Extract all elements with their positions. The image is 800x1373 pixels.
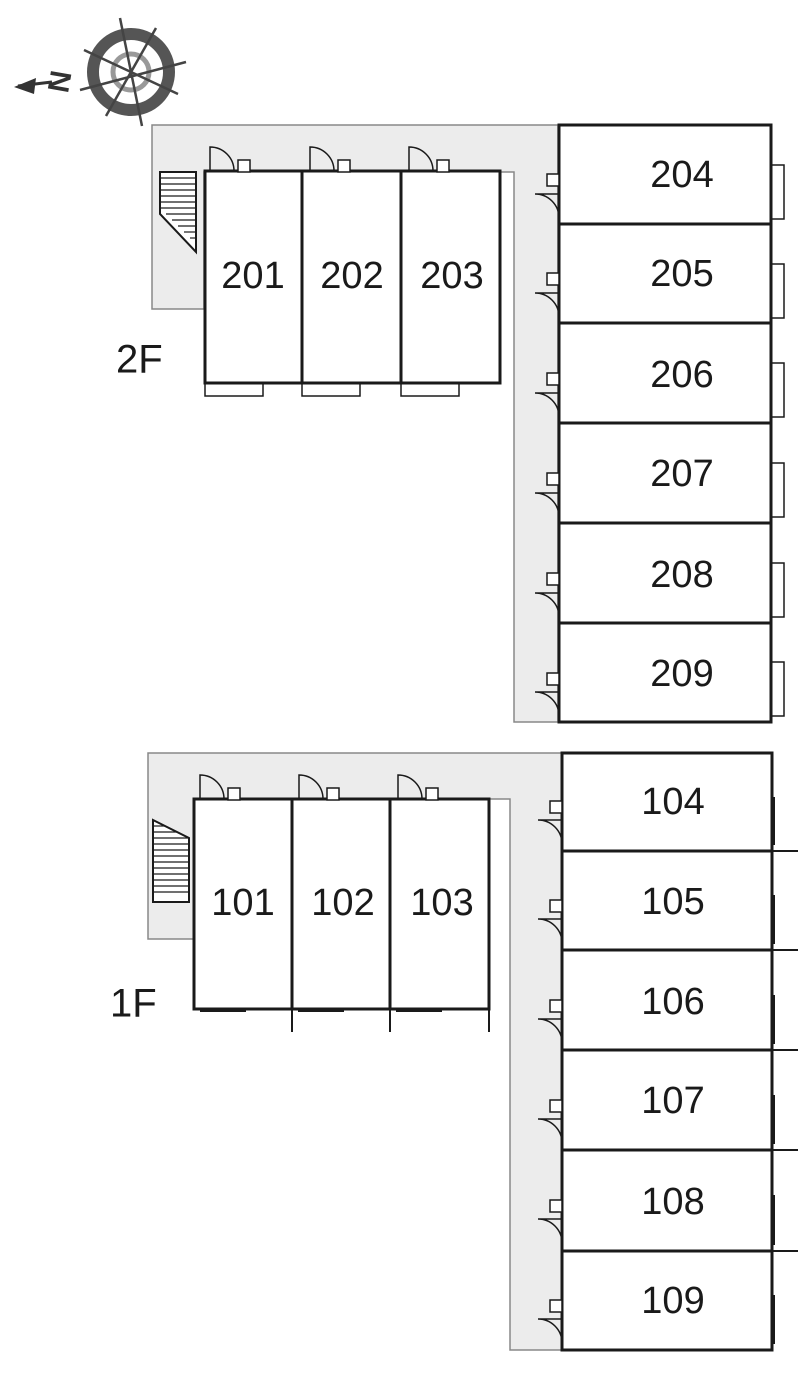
floor-label-1f: 1F (110, 982, 157, 1026)
unit-104: 104 (537, 751, 798, 853)
unit-103: 103 (388, 774, 491, 1032)
compass-rose-icon (79, 17, 187, 127)
unit-label: 103 (410, 882, 473, 924)
unit-206: 206 (534, 321, 785, 425)
unit-label: 101 (211, 882, 274, 924)
unit-label: 105 (641, 881, 704, 923)
unit-label: 202 (320, 255, 383, 297)
unit-label: 109 (641, 1280, 704, 1322)
staircase-1f (152, 818, 190, 903)
unit-208: 208 (534, 521, 785, 625)
unit-107: 107 (537, 1048, 798, 1152)
unit-label: 106 (641, 981, 704, 1023)
floor-label-2f: 2F (116, 338, 163, 382)
unit-203: 203 (399, 146, 502, 397)
north-arrow-icon (14, 78, 53, 94)
unit-label: 107 (641, 1080, 704, 1122)
unit-label: 102 (311, 882, 374, 924)
unit-label: 209 (650, 653, 713, 695)
unit-204: 204 (534, 123, 785, 226)
unit-label: 108 (641, 1181, 704, 1223)
unit-105: 105 (537, 849, 798, 952)
unit-108: 108 (537, 1148, 798, 1253)
floor-2f: 2F 201 202 203 20 (116, 123, 785, 724)
unit-label: 204 (650, 154, 713, 196)
north-letter: N (42, 68, 78, 95)
unit-207: 207 (534, 421, 785, 525)
unit-205: 205 (534, 222, 785, 325)
unit-label: 206 (650, 354, 713, 396)
unit-209: 209 (534, 621, 785, 724)
unit-label: 208 (650, 554, 713, 596)
compass: N (14, 17, 187, 127)
unit-106: 106 (537, 948, 798, 1052)
unit-101: 101 (192, 774, 294, 1032)
unit-label: 203 (420, 255, 483, 297)
staircase-2f (159, 171, 197, 255)
unit-109: 109 (537, 1249, 775, 1352)
unit-label: 104 (641, 781, 704, 823)
unit-102: 102 (290, 774, 392, 1032)
unit-202: 202 (300, 146, 403, 397)
unit-label: 207 (650, 453, 713, 495)
floor-1f: 1F 101 102 103 (110, 751, 798, 1352)
unit-label: 201 (221, 255, 284, 297)
unit-201: 201 (203, 146, 304, 397)
unit-label: 205 (650, 253, 713, 295)
